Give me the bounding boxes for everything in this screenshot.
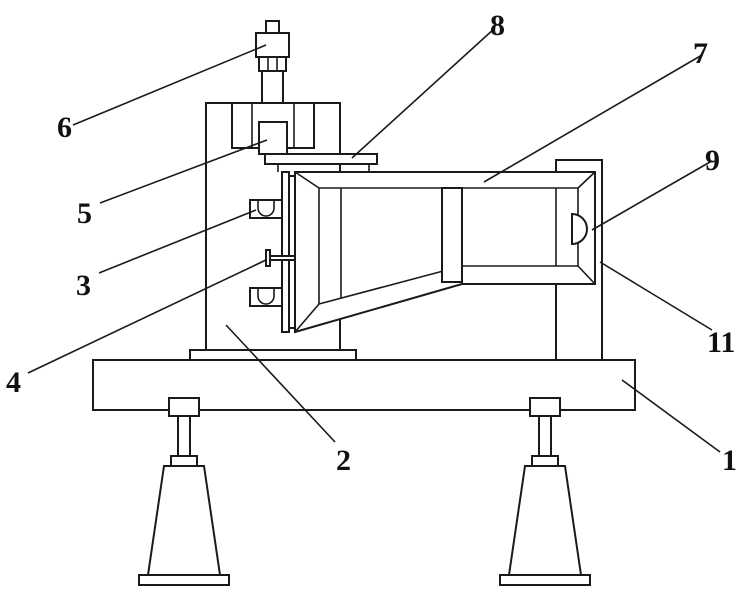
callout-9: 9 xyxy=(705,144,720,177)
lower-bracket xyxy=(250,288,282,306)
callout-6: 6 xyxy=(57,111,72,144)
clamp-block xyxy=(232,103,314,154)
top-plate xyxy=(265,154,377,164)
callout-8: 8 xyxy=(490,9,505,42)
upper-bracket xyxy=(250,200,282,218)
callout-4: 4 xyxy=(6,366,21,399)
left-support-leg xyxy=(139,398,229,585)
top-cylinder xyxy=(256,21,289,103)
callout-5: 5 xyxy=(77,197,92,230)
right-support-leg xyxy=(500,398,590,585)
mounting-plate xyxy=(282,172,295,332)
callout-2: 2 xyxy=(336,444,351,477)
callout-11: 11 xyxy=(707,326,735,359)
funnel-frame xyxy=(295,172,595,332)
callout-1: 1 xyxy=(722,444,737,477)
callout-7: 7 xyxy=(693,37,708,70)
callout-3: 3 xyxy=(76,269,91,302)
